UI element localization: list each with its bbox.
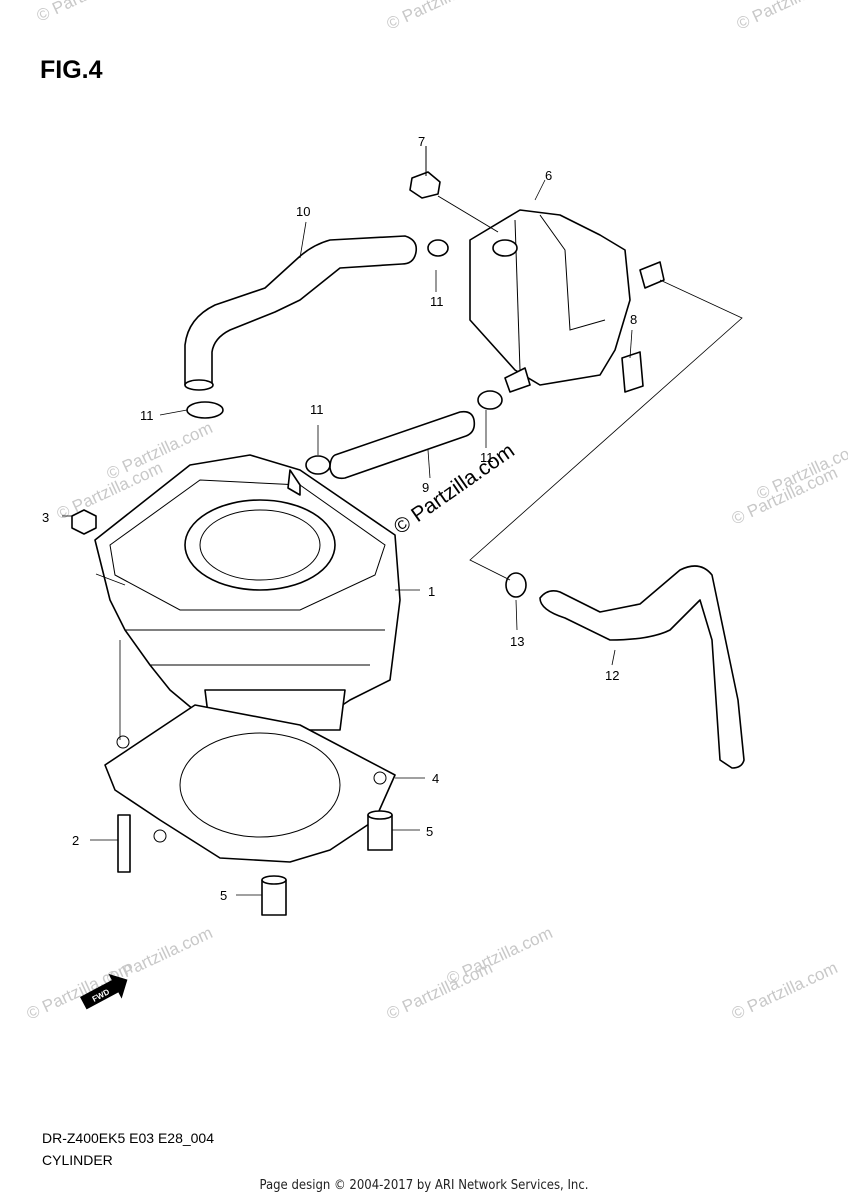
callout-6: 6 (545, 168, 552, 183)
callout-1: 1 (428, 584, 435, 599)
part-pad (621, 351, 644, 393)
callout-12: 12 (605, 668, 619, 683)
part-dowels (261, 810, 393, 916)
callout-7: 7 (418, 134, 425, 149)
part-gasket (104, 704, 396, 863)
figure-title: FIG.4 (40, 56, 103, 84)
watermark: © Partzilla.com (444, 923, 556, 989)
callout-2: 2 (72, 833, 79, 848)
callout-8: 8 (630, 312, 637, 327)
callouts: 1 2 3 4 5 5 6 7 8 9 10 11 11 11 11 12 13 (42, 134, 637, 903)
callout-11-right: 11 (480, 450, 494, 465)
callout-3: 3 (42, 510, 49, 525)
callout-4: 4 (432, 771, 439, 786)
part-bolt (409, 146, 499, 233)
part-hose-9 (329, 410, 476, 480)
callout-13: 13 (510, 634, 524, 649)
callout-11-mid: 11 (310, 402, 324, 417)
watermark: © Partzilla.com (734, 0, 846, 34)
part-clamps (186, 239, 503, 475)
watermark: © Partzilla.com (729, 958, 841, 1024)
page-footer: Page design © 2004-2017 by ARI Network S… (259, 1178, 589, 1193)
callout-11-top: 11 (430, 294, 444, 309)
diagram-code: DR-Z400EK5 E03 E28_004 (42, 1130, 214, 1146)
callout-9: 9 (422, 480, 429, 495)
part-nut (71, 509, 97, 535)
watermark: © Partzilla.com (34, 0, 146, 26)
part-air-valve (469, 209, 665, 393)
callout-11-left: 11 (140, 408, 154, 423)
diagram-name: CYLINDER (42, 1152, 113, 1168)
part-cylinder (94, 454, 401, 731)
callout-5: 5 (426, 824, 433, 839)
callout-10: 10 (296, 204, 310, 219)
part-hose-12 (539, 565, 745, 769)
part-clip (505, 572, 527, 598)
leader-lines (62, 179, 743, 896)
callout-5-lower: 5 (220, 888, 227, 903)
part-hose-10 (184, 235, 418, 391)
watermark: © Partzilla.com (384, 0, 496, 34)
part-stud (117, 814, 131, 873)
